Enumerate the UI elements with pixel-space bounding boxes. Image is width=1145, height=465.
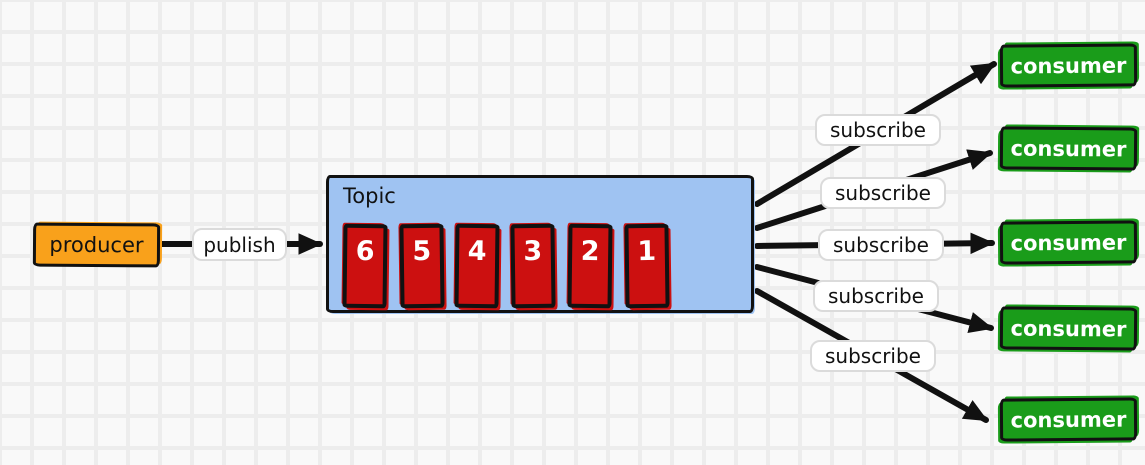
- message-card-5: 5: [399, 223, 445, 309]
- subscribe-edge-label-5: subscribe: [810, 340, 936, 372]
- topic-title: Topic: [343, 184, 396, 208]
- message-card-3: 3: [510, 223, 556, 309]
- message-card-2: 2: [567, 223, 613, 309]
- message-card-1: 1: [624, 223, 670, 309]
- topic-node: Topic 6 5 4 3 2 1: [326, 175, 754, 313]
- consumer-node-5: consumer: [999, 397, 1138, 442]
- message-card-4: 4: [454, 223, 500, 309]
- producer-node: producer: [32, 222, 161, 268]
- consumer-node-1: consumer: [999, 43, 1138, 88]
- subscribe-edge-label-3: subscribe: [818, 229, 944, 261]
- message-card-6: 6: [342, 223, 388, 309]
- consumer-node-3: consumer: [999, 220, 1138, 265]
- subscribe-edge-label-4: subscribe: [813, 280, 939, 312]
- consumer-node-4: consumer: [999, 306, 1138, 351]
- consumer-node-2: consumer: [999, 126, 1138, 171]
- publish-edge-label: publish: [192, 228, 287, 261]
- subscribe-edge-label-1: subscribe: [815, 114, 941, 146]
- subscribe-edge-label-2: subscribe: [820, 177, 946, 209]
